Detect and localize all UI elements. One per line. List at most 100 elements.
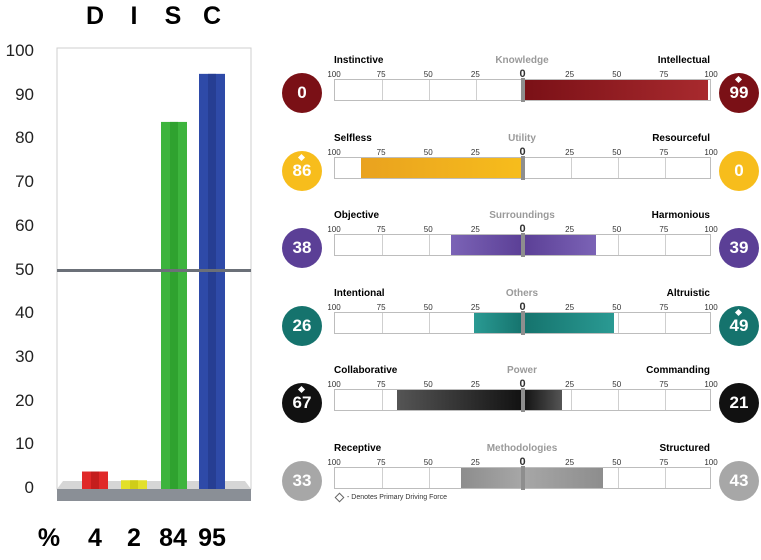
scale-tick-label: 75 <box>659 147 669 157</box>
motivator-left-label: Objective <box>334 210 380 221</box>
motivator-track <box>334 155 711 180</box>
scale-tick-label: 25 <box>470 147 480 157</box>
disc-plot-area <box>56 47 252 501</box>
scale-tick-label: 100 <box>704 302 718 312</box>
scale-tick-label: 25 <box>470 380 480 389</box>
scale-tick-label: 0 <box>519 300 526 313</box>
disc-base <box>57 489 251 501</box>
zero-marker <box>520 465 525 490</box>
motivator-right-score: 99 <box>719 73 759 113</box>
y-tick-label: 30 <box>15 346 34 366</box>
scale-tick-label: 100 <box>704 70 718 79</box>
track-gridline <box>664 390 666 410</box>
y-tick-label: 0 <box>24 478 34 497</box>
track-gridline <box>617 390 619 410</box>
scale-tick-label: 50 <box>423 457 433 467</box>
track-gridline <box>382 235 384 255</box>
motivator-right-label: Harmonious <box>651 210 710 221</box>
scale-tick-label: 100 <box>704 147 718 157</box>
motivator-left-bar <box>451 235 523 255</box>
motivator-left-bar <box>460 467 523 488</box>
scale-tick-label: 50 <box>612 70 622 79</box>
scale-tick-label: 50 <box>423 70 433 79</box>
scale-tick-label: 75 <box>376 380 386 389</box>
scale-tick-label: 100 <box>327 380 341 389</box>
disc-letter-d: D <box>85 2 105 30</box>
motivator-left-bar <box>396 390 523 410</box>
motivator-left-label: Intentional <box>334 287 385 299</box>
track-gridline <box>617 467 619 488</box>
zero-marker <box>520 310 525 335</box>
score-text: 99 <box>729 83 749 102</box>
zero-marker <box>520 388 525 412</box>
scale-tick-label: 75 <box>659 70 669 79</box>
primary-driver-diamond-icon <box>734 75 743 84</box>
motivator-left-score: 86 <box>282 150 322 191</box>
scale-tick-label: 25 <box>565 457 575 467</box>
track-gridline <box>617 157 619 178</box>
score-text: 21 <box>729 393 749 412</box>
track-gridline <box>382 467 384 488</box>
motivator-track <box>334 465 711 490</box>
primary-driver-diamond-icon <box>734 308 743 316</box>
scale-tick-label: 25 <box>470 225 480 234</box>
scale-tick-label: 25 <box>565 302 575 312</box>
score-text: 38 <box>292 238 312 257</box>
score-text: 33 <box>292 470 312 490</box>
motivator-right-bar <box>522 235 596 255</box>
scale-tick-label: 100 <box>327 70 341 79</box>
scale-tick-label: 75 <box>659 380 669 389</box>
scale-tick-label: 100 <box>704 380 718 389</box>
scale-tick-label: 100 <box>704 225 718 234</box>
disc-percent-i: 2 <box>127 524 141 552</box>
track-gridline <box>570 157 572 178</box>
scale-tick-label: 75 <box>659 457 669 467</box>
scale-tick-label: 50 <box>612 225 622 234</box>
disc-letter-s: S <box>164 2 182 30</box>
motivator-left-score: 26 <box>282 305 322 346</box>
motivator-left-score: 67 <box>282 383 322 423</box>
scale-tick-label: 50 <box>612 147 622 157</box>
zero-marker <box>520 78 525 102</box>
scale-tick-label: 0 <box>519 223 526 235</box>
track-gridline <box>617 312 619 333</box>
track-gridline <box>664 235 666 255</box>
motivator-name: Surroundings <box>489 210 555 221</box>
motivator-left-bar <box>361 157 523 178</box>
disc-bar-shade-c <box>208 73 216 489</box>
track-gridline <box>429 235 431 255</box>
disc-bar-shade-d <box>91 471 99 489</box>
scale-tick-label: 25 <box>470 457 480 467</box>
motivator-name: Others <box>505 287 539 299</box>
disc-letter-c: C <box>202 2 222 30</box>
scale-tick-label: 0 <box>519 455 526 468</box>
disc-bar-shade-i <box>130 480 138 489</box>
y-tick-label: 100 <box>5 41 34 60</box>
motivator-track <box>334 78 711 102</box>
track-gridline <box>429 467 431 488</box>
score-text: 0 <box>297 83 307 102</box>
primary-driver-diamond-icon <box>297 153 306 161</box>
track-gridline <box>382 312 384 333</box>
motivator-left-score: 38 <box>282 228 322 268</box>
disc-percent-s: 84 <box>159 524 187 552</box>
motivator-left-label: Receptive <box>334 442 382 454</box>
scale-tick-label: 25 <box>565 225 575 234</box>
y-tick-label: 50 <box>15 259 34 279</box>
motivator-right-label: Altruistic <box>666 287 710 299</box>
motivator-right-bar <box>522 80 709 100</box>
score-text: 86 <box>292 160 312 180</box>
track-gridline <box>664 157 666 178</box>
score-text: 26 <box>292 315 312 335</box>
legend-text: - Denotes Primary Driving Force <box>347 494 447 501</box>
y-tick-label: 90 <box>15 84 34 104</box>
scale-tick-label: 50 <box>612 457 622 467</box>
motivator-name: Power <box>506 365 537 376</box>
motivator-right-score: 49 <box>719 305 759 346</box>
scale-tick-label: 0 <box>519 68 526 80</box>
scale-tick-label: 50 <box>423 225 433 234</box>
motivator-right-score: 39 <box>719 228 759 268</box>
motivator-left-score: 0 <box>282 73 322 113</box>
